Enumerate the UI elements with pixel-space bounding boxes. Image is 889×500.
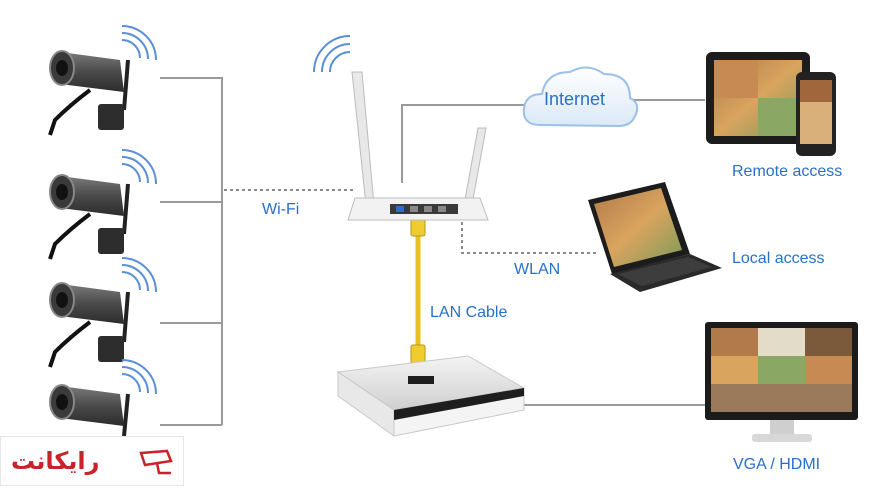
wlan-label: WLAN — [514, 261, 561, 278]
local-access-label: Local access — [732, 250, 825, 267]
remote-devices — [706, 52, 836, 156]
laptop — [588, 182, 722, 292]
internet-label: Internet — [544, 89, 606, 109]
wifi-router — [313, 35, 489, 221]
camera-4 — [49, 359, 157, 437]
internet-cloud — [522, 66, 639, 128]
dvr-box — [336, 355, 526, 437]
connection-lines — [160, 77, 705, 426]
wifi-label: Wi-Fi — [262, 201, 300, 218]
raykant-logo: رایکانت — [0, 436, 184, 486]
camera-3 — [48, 257, 157, 368]
vga-hdmi-label: VGA / HDMI — [733, 456, 821, 473]
router-internet-line — [401, 104, 525, 183]
camera-2 — [48, 149, 157, 260]
lan-cable — [410, 215, 426, 368]
lan-cable-label: LAN Cable — [430, 304, 508, 321]
camera-bus-line — [160, 77, 223, 425]
monitor — [705, 322, 858, 442]
wlan-dotted-line — [461, 222, 598, 254]
logo-text: رایکانت — [11, 447, 100, 475]
cctv-logo-icon — [139, 449, 173, 475]
camera-1 — [48, 25, 157, 136]
remote-access-label: Remote access — [732, 163, 843, 180]
